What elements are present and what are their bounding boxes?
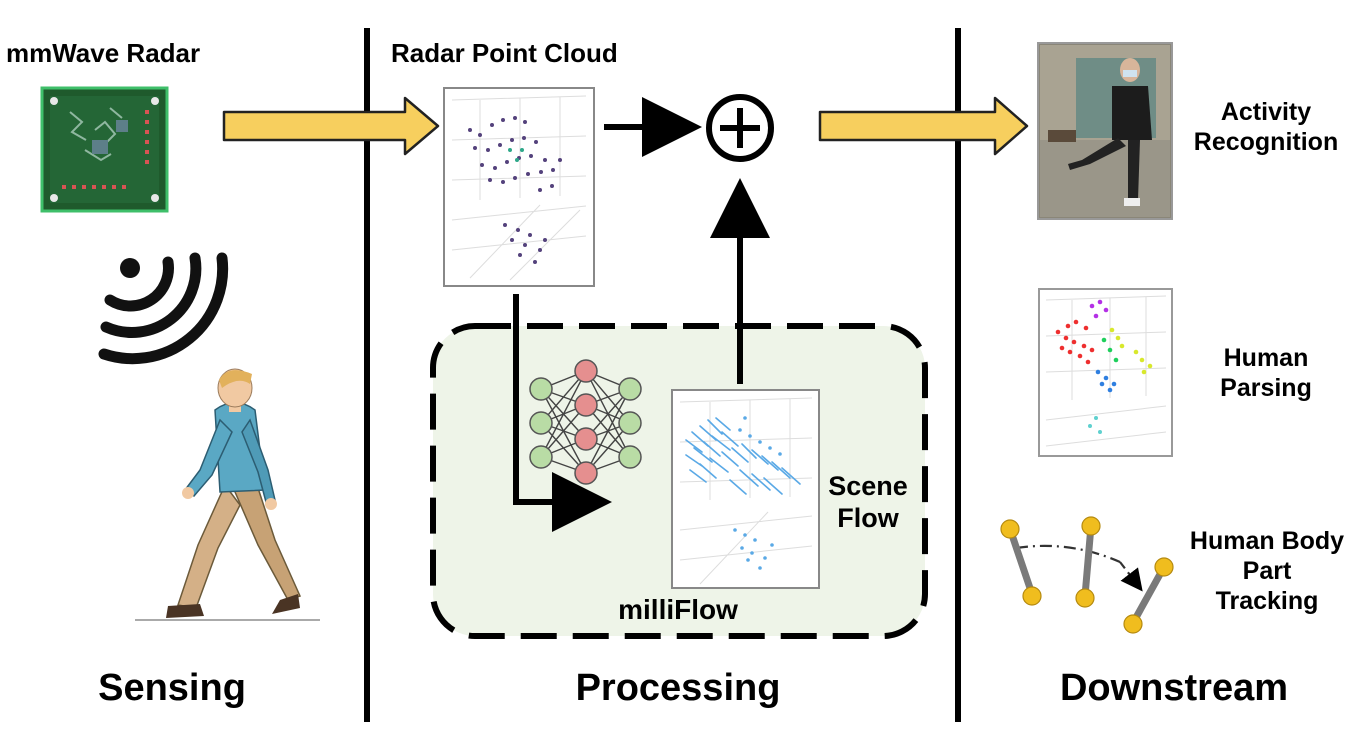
radar-device-label: mmWave Radar <box>6 38 201 68</box>
circled-plus-icon <box>706 94 774 162</box>
scene-flow-label-line1: Scene <box>828 471 908 501</box>
scene-flow-label-line2: Flow <box>837 503 899 534</box>
activity-label-line1: Activity <box>1220 98 1312 126</box>
tracking-label-line1: Human Body <box>1189 527 1345 555</box>
radar-board-icon <box>40 86 169 213</box>
scene-flow-label: Scene Flow <box>828 470 908 535</box>
point-cloud-label: Radar Point Cloud <box>391 38 618 68</box>
body-part-tracking-icon <box>1000 516 1174 634</box>
sensing-section-title: Sensing <box>98 667 246 709</box>
activity-recognition-photo <box>1037 42 1173 220</box>
scene-flow-plot <box>671 389 820 589</box>
processing-to-downstream-arrow <box>818 96 1029 156</box>
sensing-to-processing-arrow <box>222 96 440 156</box>
activity-label-line2: Recognition <box>1193 128 1339 156</box>
milliflow-label: milliFlow <box>618 594 738 625</box>
neural-network-icon <box>529 359 642 485</box>
walking-person-icon <box>135 368 320 621</box>
radar-point-cloud-plot <box>443 87 595 287</box>
human-parsing-label: Human Parsing <box>1220 343 1312 403</box>
parsing-label-line2: Parsing <box>1220 374 1312 402</box>
signal-waves-icon <box>98 252 229 365</box>
tracking-label-line3: Tracking <box>1215 587 1319 615</box>
parsing-label-line1: Human <box>1223 344 1309 372</box>
pointcloud-to-milliflow-arrow <box>513 294 612 532</box>
downstream-section-title: Downstream <box>1059 667 1289 709</box>
body-part-tracking-label: Human Body Part Tracking <box>1190 526 1344 616</box>
human-parsing-plot <box>1038 288 1173 457</box>
processing-section-title: Processing <box>575 667 781 709</box>
tracking-label-line2: Part <box>1242 557 1292 585</box>
activity-recognition-label: Activity Recognition <box>1194 97 1338 157</box>
